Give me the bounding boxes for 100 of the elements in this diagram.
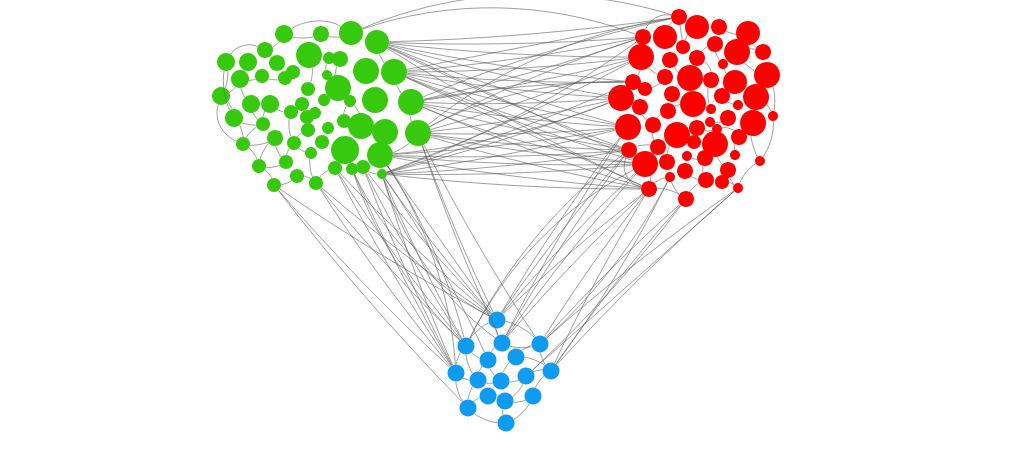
network-link (423, 105, 622, 149)
network-link (647, 67, 658, 75)
network-link (319, 188, 451, 367)
network-node (736, 21, 760, 45)
network-node (714, 88, 730, 104)
network-node (697, 150, 713, 166)
network-node (255, 69, 269, 83)
network-link (278, 190, 463, 403)
network-link (702, 165, 704, 173)
network-link (423, 144, 536, 338)
network-link (667, 21, 673, 27)
network-link (223, 70, 230, 111)
network-link (297, 132, 302, 137)
network-link (421, 145, 499, 336)
network-node (267, 130, 283, 146)
network-link (689, 183, 699, 192)
network-link (636, 144, 651, 147)
network-link (378, 53, 385, 64)
network-node (659, 154, 675, 170)
network-link (666, 144, 670, 155)
network-link (325, 63, 327, 71)
network-node (677, 163, 693, 179)
network-link (262, 110, 265, 118)
network-link (623, 157, 642, 188)
network-link (241, 122, 257, 126)
network-node (531, 335, 549, 353)
network-link (473, 397, 480, 402)
network-node (405, 120, 431, 146)
network-link (684, 33, 689, 41)
network-link (259, 143, 270, 160)
network-link (310, 67, 314, 83)
network-node (768, 111, 778, 121)
network-link (690, 176, 699, 180)
network-link (651, 83, 661, 88)
network-link (728, 181, 735, 185)
network-node (315, 135, 329, 149)
network-link (546, 190, 735, 339)
network-node (267, 178, 281, 192)
network-link (751, 43, 757, 48)
network-link (671, 181, 680, 195)
network-link (762, 120, 774, 158)
network-link (249, 141, 269, 146)
network-link (502, 362, 510, 373)
network-link (423, 98, 609, 104)
network-node (497, 414, 515, 432)
network-link (252, 112, 258, 120)
network-link (502, 193, 643, 315)
network-node (367, 142, 393, 168)
network-link (406, 38, 636, 72)
network-link (679, 24, 683, 41)
network-node (344, 95, 356, 107)
network-node (718, 59, 728, 69)
network-link (298, 148, 306, 153)
network-link (319, 169, 329, 178)
network-link (320, 188, 461, 341)
network-node (715, 175, 729, 189)
network-link (429, 81, 626, 127)
network-link (544, 195, 645, 337)
network-node (286, 65, 300, 79)
network-link (495, 328, 498, 336)
network-link (502, 408, 504, 416)
network-link (216, 104, 237, 142)
network-link (230, 44, 258, 55)
network-node (242, 95, 260, 113)
network-node (740, 110, 766, 136)
network-link (423, 60, 629, 101)
network-link (674, 102, 682, 107)
network-link (533, 369, 543, 372)
network-link (545, 204, 681, 338)
network-link (430, 136, 642, 188)
network-link (478, 365, 483, 372)
network-node (676, 40, 690, 54)
network-link (265, 165, 280, 168)
network-link (383, 178, 453, 366)
network-node (337, 114, 351, 128)
network-link (248, 79, 256, 82)
network-node (731, 129, 747, 145)
network-node (608, 85, 634, 111)
network-link (707, 87, 710, 105)
network-link (225, 70, 229, 89)
network-link (384, 177, 485, 353)
network-link (507, 194, 644, 337)
network-link (474, 413, 498, 424)
network-node (256, 117, 270, 131)
network-link (750, 135, 758, 157)
network-link (509, 380, 519, 383)
network-link (406, 74, 609, 98)
network-link (406, 75, 616, 126)
network-link (388, 37, 636, 45)
network-node (309, 107, 321, 119)
network-node (621, 142, 637, 158)
network-link (642, 114, 647, 121)
network-link (245, 126, 257, 138)
network-link (524, 357, 545, 366)
network-node (356, 160, 370, 174)
network-node (398, 89, 424, 115)
network-node (707, 36, 723, 52)
network-link (723, 68, 727, 76)
network-node (755, 44, 771, 60)
network-node (720, 162, 736, 178)
